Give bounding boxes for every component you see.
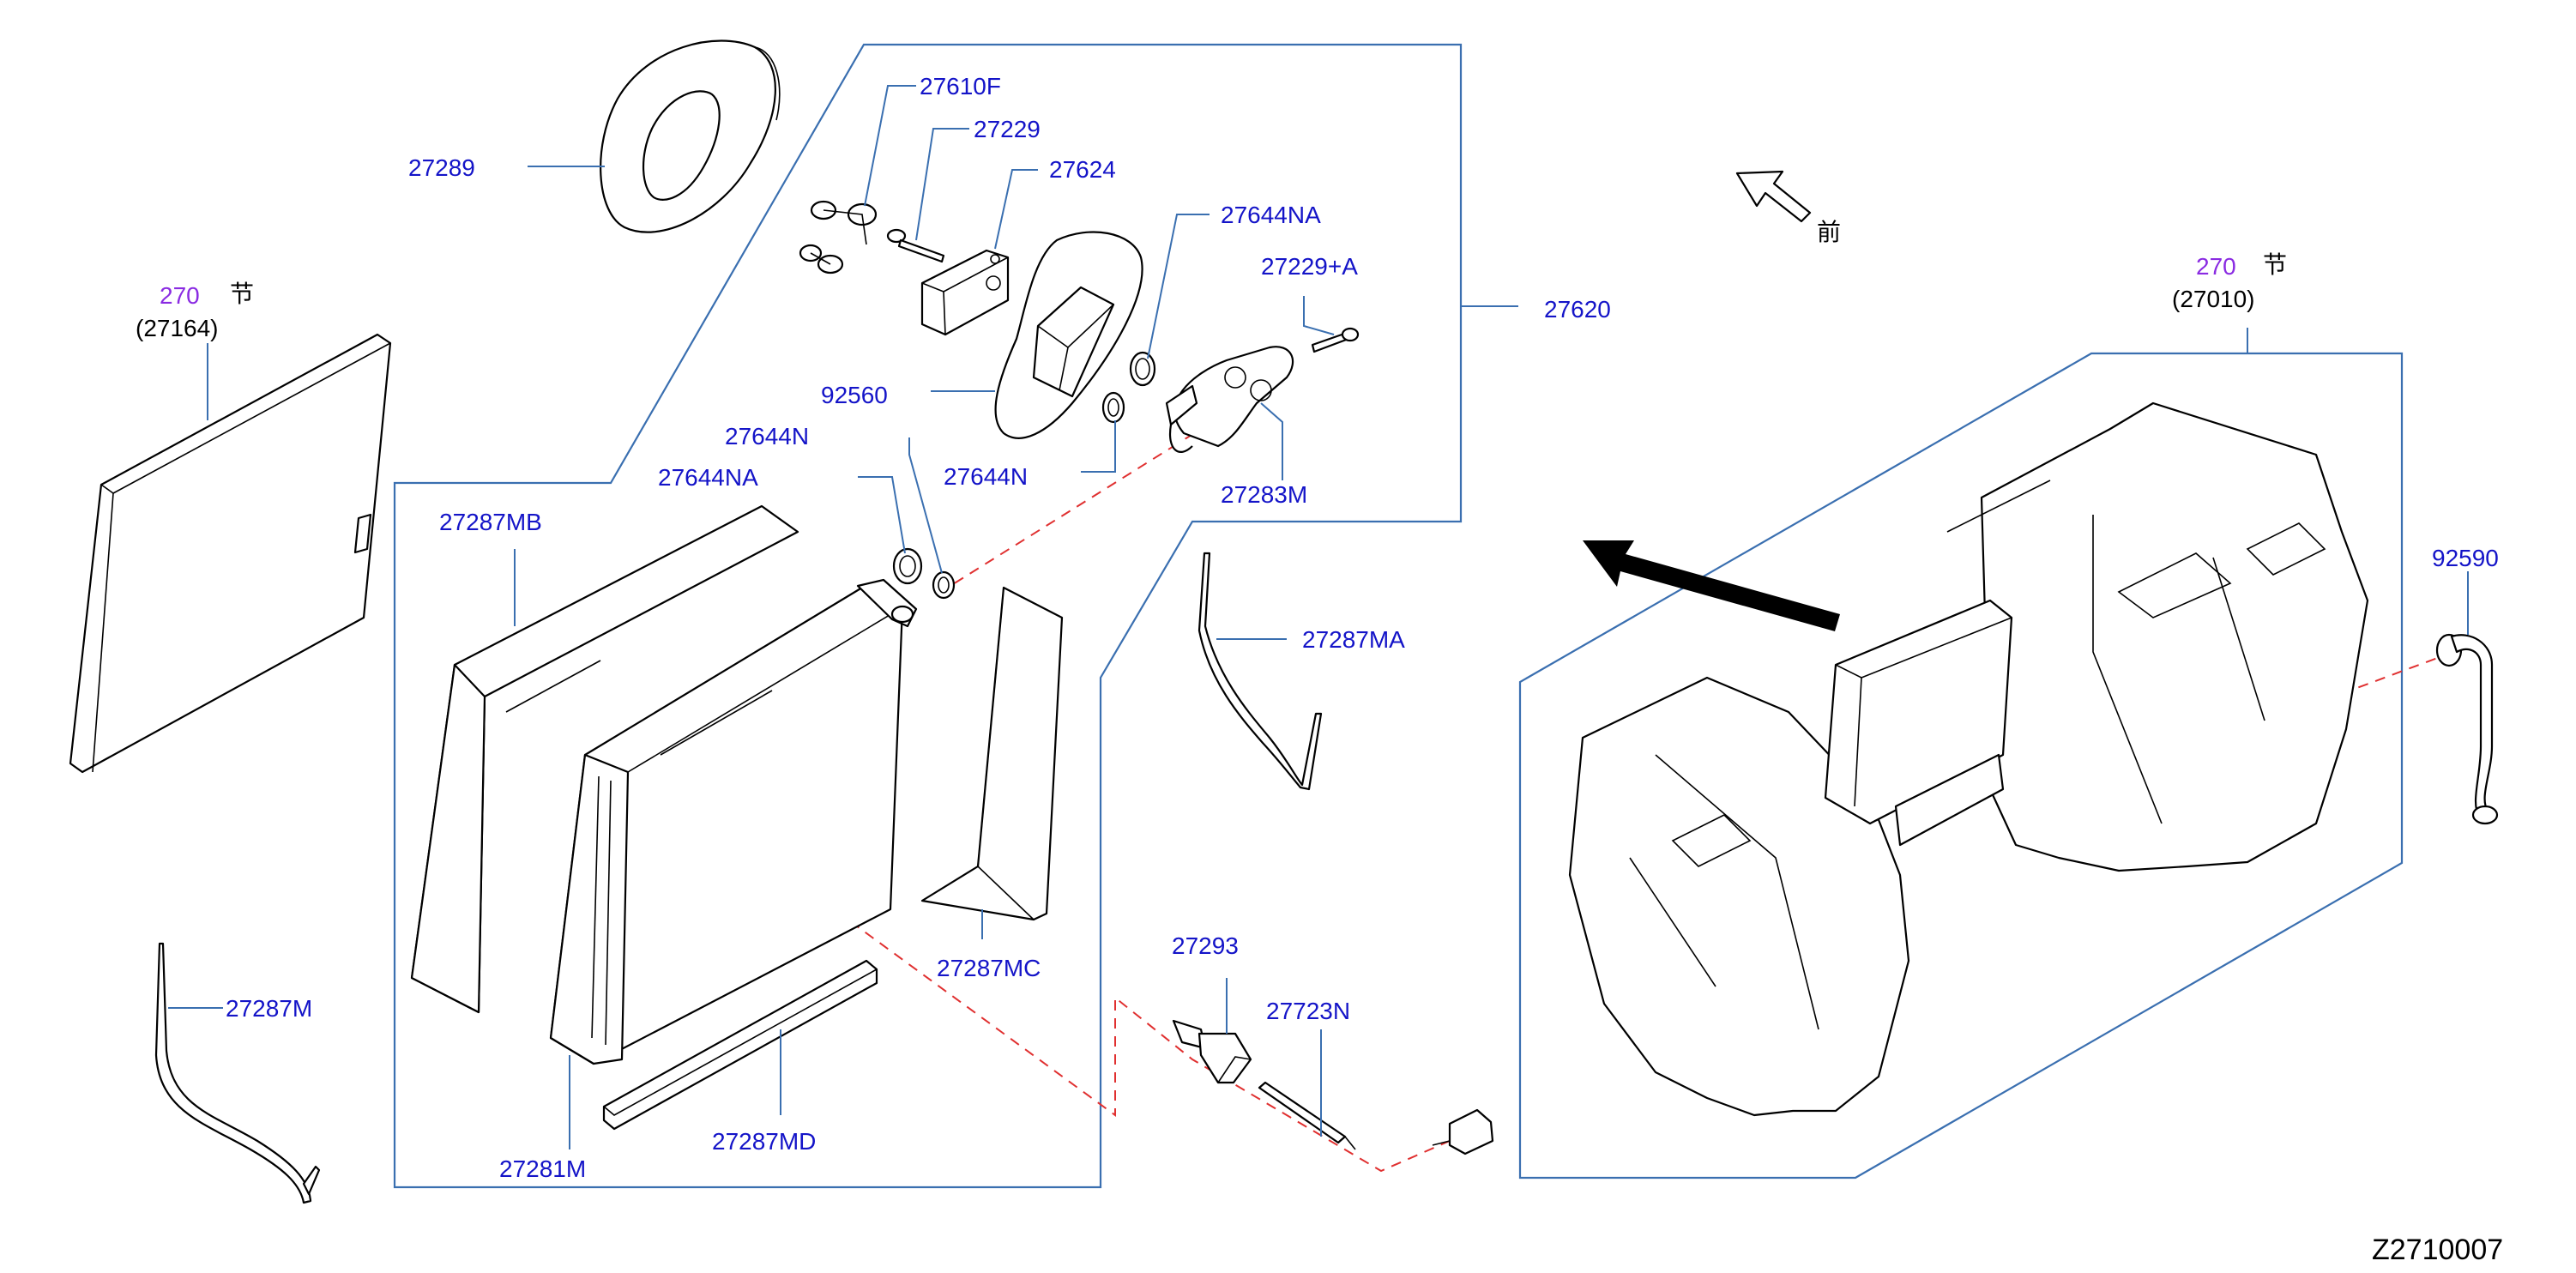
sensor-center-line [763,857,1451,1173]
diagram-code: Z2710007 [2372,1234,2503,1266]
o-ring-27644N-mid [1101,391,1125,424]
o-ring-27644NA-left [892,547,923,585]
insulator-strip-27287MD [602,959,878,1131]
label-92560: 92560 [821,382,888,408]
label-unit-section: 270 [2196,253,2236,280]
leader-lines [168,85,2469,1149]
label-filter-part: (27164) [136,315,219,341]
evaporator-core-27281M [549,578,918,1065]
o-ring-27644N-left [932,570,956,600]
insulator-panel-27287MB [410,504,799,1014]
label-27644NA-top: 27644NA [1221,202,1321,228]
label-27293: 27293 [1172,932,1239,959]
label-27624: 27624 [1049,156,1116,183]
label-front: 前 [1817,218,1841,246]
heater-unit-frame [1518,352,2404,1179]
sensor-connector [1432,1108,1494,1155]
label-unit-section-suffix: 节 [2263,250,2287,279]
label-27287MC: 27287MC [937,955,1041,981]
insulator-wedge-27287MC [920,586,1064,921]
label-27644NA-left: 27644NA [658,464,758,491]
seal-ring-27289 [600,39,781,233]
label-27644N-mid: 27644N [944,463,1028,490]
valve-cover-92560 [994,231,1143,439]
label-27287MD: 27287MD [712,1128,816,1155]
bolt-27229 [886,228,945,263]
expansion-valve-27624 [920,249,1010,336]
bolt-27229A [1311,327,1360,353]
label-filter-section: 270 [160,282,200,309]
flange-pipe-27283M [1165,346,1294,453]
heater-blower-unit-27010 [1568,401,2369,1117]
label-27287M: 27287M [226,995,312,1022]
drain-hose-92590 [2435,633,2499,825]
label-27644N-left: 27644N [725,423,809,449]
evaporator-group-frame [393,43,1463,1189]
cabin-filter-27164 [69,333,392,774]
label-unit-part: (27010) [2172,286,2255,312]
label-27289: 27289 [408,154,475,181]
label-27283M: 27283M [1221,481,1307,508]
label-27229A: 27229+A [1261,253,1358,280]
label-27620: 27620 [1544,296,1611,323]
label-27287MB: 27287MB [439,509,542,535]
o-ring-27644NA-top [1129,351,1156,387]
thermistor-27723N [1258,1081,1356,1150]
clips-27610F [799,200,878,275]
label-filter-section-suffix: 节 [230,280,254,308]
sensor-clip-27293 [1172,1019,1252,1084]
label-27229: 27229 [974,116,1041,142]
drain-pipe-27287MA [1198,552,1323,791]
airflow-arrow [1583,540,1840,631]
label-27281M: 27281M [499,1155,586,1182]
label-27723N: 27723N [1266,998,1350,1024]
label-27610F: 27610F [920,73,1001,100]
drain-pipe-27287M [154,942,321,1204]
label-92590: 92590 [2432,545,2499,571]
label-27287MA: 27287MA [1302,626,1405,653]
front-direction-arrow [1735,170,1812,223]
